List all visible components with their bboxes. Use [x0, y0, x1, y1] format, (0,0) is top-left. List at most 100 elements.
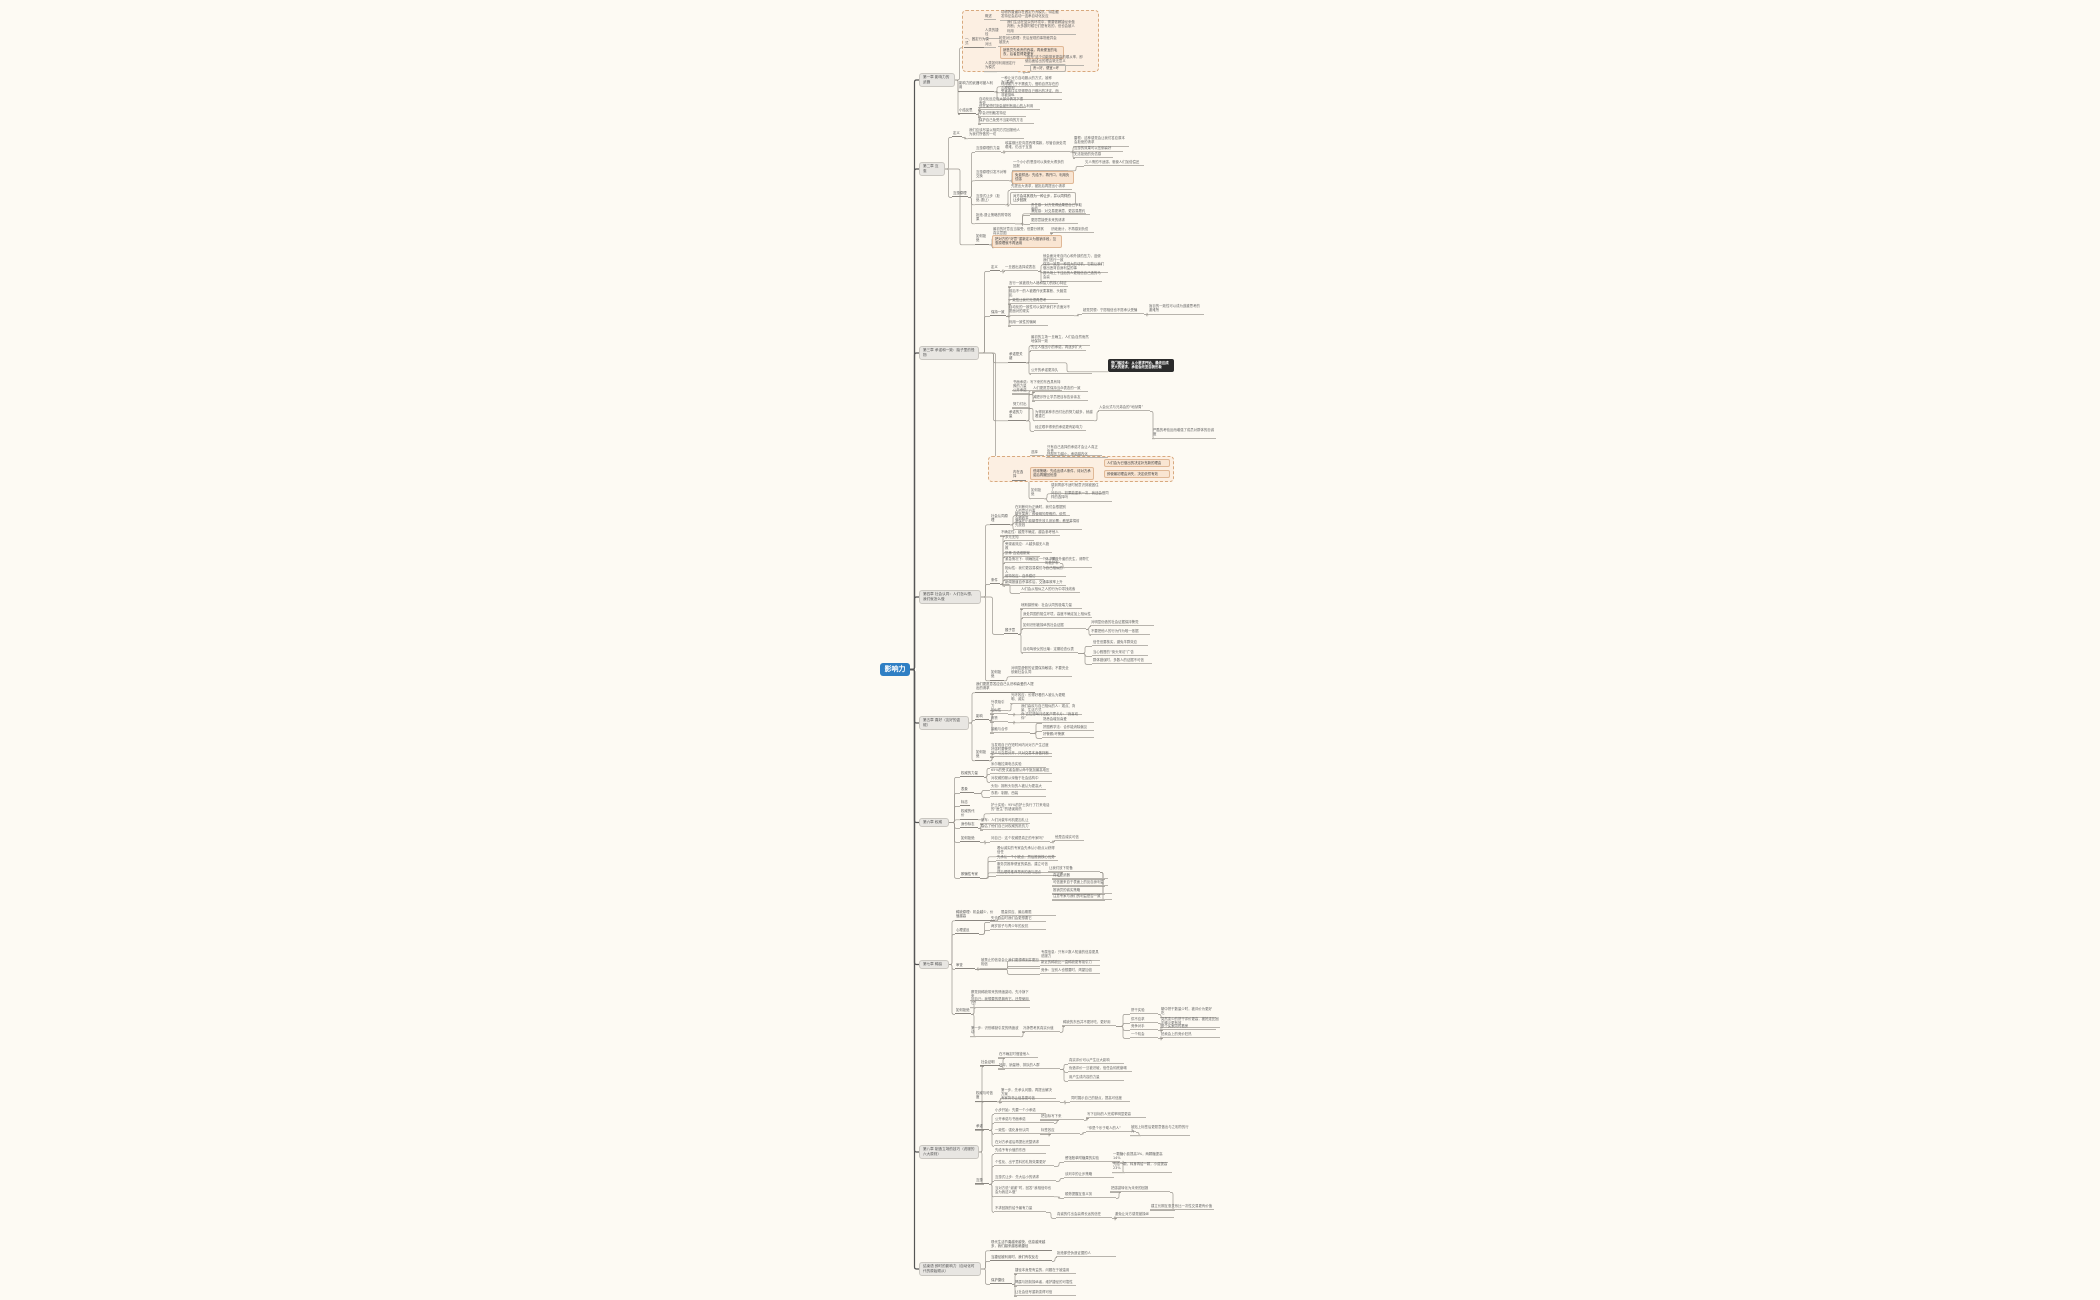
leaf-node[interactable]: 先给一颗，转身再给一颗，小费提高23% — [1112, 1162, 1172, 1173]
leaf-node[interactable]: 严酷的考验反而增强了成员对群体的忠诚度 — [1152, 428, 1216, 439]
leaf-node[interactable]: 熟悉会增加喜爱 — [1042, 717, 1094, 724]
leaf-node[interactable]: 超觉冥想：宁愿相信也不愿承认受骗 — [1082, 308, 1144, 315]
leaf-node[interactable]: 经过艰辛得来的承诺更有影响力 — [1034, 425, 1086, 432]
leaf-node[interactable]: 多个买家同时看房 — [1160, 1024, 1216, 1031]
leaf-node[interactable]: 谈判中的让步策略 — [1064, 1172, 1114, 1179]
leaf-node[interactable]: 新闻报道自杀事件后，交通事故率上升 — [1004, 580, 1066, 587]
leaf-node[interactable]: 捷径本身是有益的，问题在于被滥用 — [1014, 1268, 1076, 1275]
leaf-node[interactable]: 互惠原理引发不对等交换 — [975, 170, 1009, 181]
leaf-node[interactable]: 互惠式让步（拒绝-退让） — [975, 194, 1005, 205]
topic-node[interactable]: 权威的代价 — [960, 809, 978, 820]
leaf-node[interactable]: 盲目的一致性可以成为逃避思考的避难所 — [1148, 304, 1204, 315]
leaf-node[interactable]: 一致性：强化身份认同 — [994, 1128, 1046, 1135]
topic-node[interactable]: 审查 — [955, 963, 975, 970]
chapter-node[interactable]: 第一章 影响力的武器 — [919, 73, 955, 87]
topic-node[interactable]: 现代生活节奏越来越快，信息越来越多，我们越来越依赖捷径 — [990, 1240, 1052, 1251]
leaf-node[interactable]: 群体错误时，多数人的证据不可信 — [1092, 658, 1152, 665]
leaf-node[interactable]: 识破诡计，不再感到负债 — [1050, 227, 1094, 234]
chapter-node[interactable]: 第六章 权威 — [919, 818, 949, 827]
leaf-node[interactable]: 专家背书让信息更可信 — [1000, 1096, 1060, 1103]
leaf-node[interactable]: 酒保在小费罐里先放几张钞票；教堂募捐前先放钱 — [1014, 519, 1082, 530]
leaf-node[interactable]: 利用一致性的骗局 — [1008, 320, 1048, 327]
leaf-node[interactable]: 服务员推荐便宜的菜品，建立可信度 — [996, 862, 1052, 873]
leaf-node[interactable]: 不确定性：越是不确定，越会参考他人 — [1000, 530, 1060, 537]
topic-node[interactable]: 欺骗性专家 — [960, 872, 980, 879]
leaf-node[interactable]: 当心假冒的“街头采访”广告 — [1092, 650, 1148, 657]
leaf-node[interactable]: 然后顺势推荐昂贵的酒与甜点 — [996, 870, 1058, 877]
leaf-node[interactable]: 餐馆账单附糖果的实验 — [1064, 1156, 1120, 1163]
leaf-node[interactable]: 感到胃部不适时就意识到被困住了 — [1050, 483, 1102, 494]
leaf-node[interactable]: 把感激转化为未来的回报 — [1110, 1186, 1170, 1193]
leaf-node[interactable]: 外部压力越小，承诺越内化 — [1046, 452, 1108, 459]
topic-node[interactable]: 稀缺原理：机会越少，价值越高 — [955, 910, 995, 921]
leaf-node[interactable]: 顺势提醒互惠义务 — [1064, 1192, 1116, 1199]
leaf-node[interactable]: 人类的捷径 — [984, 28, 1000, 39]
leaf-node[interactable]: 看似诚实的专家会先承认小缺点以获得信任 — [996, 846, 1056, 857]
leaf-node[interactable]: 问自己：这个权威是真正的专家吗？ — [990, 836, 1050, 843]
leaf-node[interactable]: 公开的承诺更持久 — [1030, 368, 1092, 375]
topic-node[interactable]: 身份标志 — [960, 822, 978, 829]
leaf-node[interactable]: 在对方承诺后再提出完整请求 — [994, 1140, 1050, 1147]
leaf-node[interactable]: 高估了他们自己对权威的抵抗力 — [980, 824, 1030, 831]
topic-node[interactable]: 猴子意 — [1004, 628, 1018, 635]
leaf-node[interactable]: 好警察/坏警察 — [1042, 732, 1094, 739]
topic-node[interactable]: 条件 — [990, 578, 1000, 585]
leaf-node[interactable]: 真诚的付出会赢得长远的信任 — [1056, 1212, 1112, 1219]
leaf-node[interactable]: 接触与合作 — [990, 727, 1030, 734]
leaf-node[interactable]: 互惠式让步：先大后小的请求 — [994, 1175, 1056, 1182]
leaf-node[interactable]: 公开承诺与书面承诺 — [994, 1117, 1054, 1124]
leaf-node[interactable]: 饼干实验 — [1130, 1008, 1158, 1015]
leaf-node[interactable]: 拼图教学法：合作能消除偏见 — [1042, 725, 1094, 732]
leaf-node[interactable]: 相似性 — [990, 708, 1008, 715]
leaf-node[interactable]: 受害者往往觉得是自己做出的决定，而非被操纵 — [1000, 89, 1062, 100]
leaf-node[interactable]: 好评、销量榜、排队的人群 — [998, 1063, 1060, 1070]
leaf-node[interactable]: 被禁止的信息会让我们更想得到并更加相信 — [980, 958, 1040, 969]
leaf-node[interactable]: 更愿意接受未来的请求 — [1030, 218, 1078, 225]
leaf-node[interactable]: 护士实验：95%的护士执行了打来电话的“医生”的错误用药 — [990, 803, 1052, 814]
leaf-node[interactable]: 概述 — [984, 14, 996, 21]
leaf-node[interactable]: 光环效应：长得好看的人被认为更聪明、诚实 — [1010, 693, 1070, 704]
leaf-node[interactable]: 先让人做出小的承诺，再逐步扩大 — [1030, 345, 1086, 352]
leaf-node[interactable]: 揭露与抵制操纵者，维护捷径的可靠性 — [1014, 1280, 1076, 1287]
leaf-node[interactable]: 可信度来自于表面上的反自身利益 — [1052, 880, 1108, 887]
leaf-node[interactable]: 两岁孩子与青少年的反抗 — [990, 924, 1046, 931]
leaf-node[interactable]: 推销员的诚实策略 — [1052, 888, 1112, 895]
leaf-node[interactable]: 但在某些时刻会被别有用心的人利用 — [978, 104, 1040, 111]
leaf-node[interactable]: 一种让对方自动服从的方式，被称为“柔道” — [1000, 76, 1058, 87]
leaf-node[interactable]: 突然变少的饼干评价更高，被抢走比固定稀少更有效 — [1160, 1017, 1220, 1028]
topic-node[interactable]: 社会认同原理 — [990, 514, 1010, 525]
leaf-node[interactable]: 问自己：我想要的是拥有它，还是使用它？ — [970, 997, 1030, 1008]
leaf-node[interactable]: 前后不一的人被看作优柔寡断、头脑混乱 — [1008, 289, 1070, 300]
leaf-node[interactable]: “因为”这个词能带来更高的顺从率，即使后面给出的理由毫无意义 — [1024, 55, 1084, 66]
leaf-node[interactable]: 先给予有价值的东西 — [994, 1148, 1046, 1155]
leaf-node[interactable]: 让我们放下防备 — [1048, 866, 1100, 873]
topic-node[interactable]: 如何拒绝 — [975, 234, 989, 245]
leaf-node[interactable]: 自动驾驶仪的比喻：定期检查仪表 — [1022, 647, 1078, 654]
leaf-node[interactable]: 动物界普遍存在固定行为模式，特定触发特征会启动一连串自动化反应 — [1000, 10, 1062, 21]
leaf-node[interactable]: 在不确定时借鉴他人 — [998, 1052, 1038, 1059]
leaf-node[interactable]: 让社会信号重新变得可信 — [1014, 1290, 1076, 1297]
leaf-node[interactable]: 真诚是武器 — [1052, 873, 1108, 880]
leaf-node[interactable]: 问自己：如果能重来一次，我还会做同样的选择吗 — [1050, 491, 1112, 502]
leaf-node[interactable]: 自动化的一致性可以保护我们不去面对不愿面对的现实 — [1008, 305, 1074, 316]
leaf-node[interactable]: 满足感：对交易更满意，更容易履约 — [1030, 209, 1090, 216]
topic-node[interactable]: 表象 — [960, 787, 974, 794]
leaf-node[interactable]: 责任感：对方觉得结果是自己争取来的 — [1030, 203, 1086, 214]
leaf-node[interactable]: “你是个乐于助人的人” — [1086, 1126, 1136, 1133]
leaf-node[interactable]: 稀缺的东西并不更好吃、更好用 — [1062, 1020, 1116, 1027]
leaf-node[interactable]: 紧急情况下：明确指定一个人求助 — [1004, 557, 1060, 564]
leaf-node[interactable]: 豪车：人们对豪车司机更加礼让 — [980, 818, 1030, 825]
leaf-node[interactable]: 对权威的服从深植于社会结构中 — [990, 776, 1052, 783]
leaf-node[interactable]: 一致性让我们无须再思考 — [1008, 298, 1058, 305]
leaf-node[interactable]: 埃塞俄比亚向墨西哥捐款，尽管自身处境艰难，仍出于互惠 — [1004, 141, 1070, 152]
leaf-node[interactable]: 琼斯镇惨案：社会认同的极端力量 — [1020, 603, 1082, 610]
leaf-node[interactable]: 专属信息：只有少数人知道的信息更具说服力 — [1040, 950, 1100, 961]
leaf-node[interactable]: 如何识别被操纵的社会证据 — [1022, 623, 1086, 630]
leaf-node[interactable]: 第一步，先承认问题，再提出解决方案 — [1000, 1088, 1056, 1099]
topic-node[interactable]: 如何拒绝 — [960, 836, 980, 843]
topic-node[interactable]: 我们更愿意答应自己认识和喜爱的人提出的请求 — [975, 682, 1035, 693]
leaf-node[interactable]: 保护自己免受不当影响的方法 — [978, 118, 1034, 125]
leaf-node[interactable]: 在判断何为正确时，我们会根据别人的意见行事 — [1014, 505, 1070, 516]
leaf-node[interactable]: 只有自己选择的承诺才会让人真正负责 — [1046, 445, 1102, 456]
leaf-node[interactable]: 入会仪式与兄弟会的“地狱周” — [1098, 405, 1150, 412]
